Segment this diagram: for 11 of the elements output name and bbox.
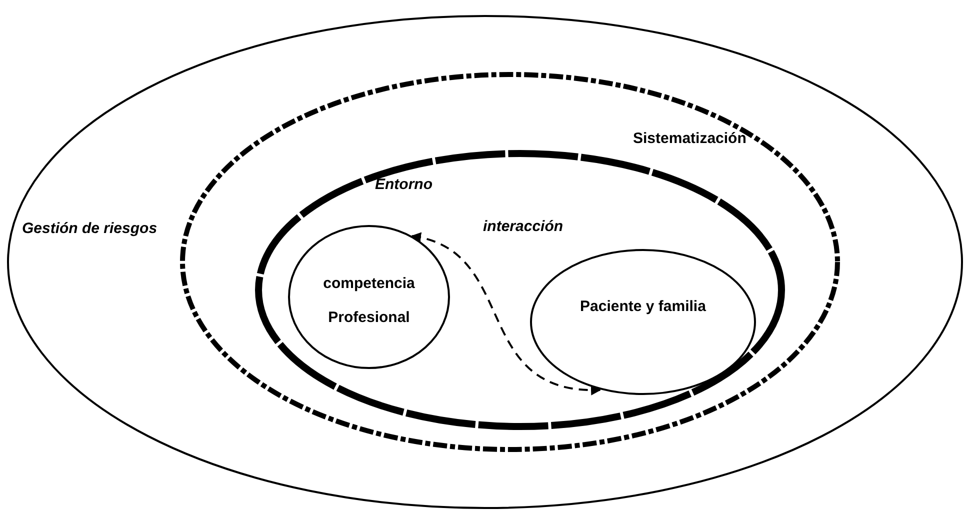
double-arrow <box>411 233 601 394</box>
thick-ellipse <box>255 150 785 430</box>
node-label: competencia Profesional <box>322 274 416 328</box>
region-label: Sistematización <box>633 129 746 149</box>
oval <box>288 225 450 369</box>
dashed-ellipse <box>180 72 840 452</box>
oval <box>530 249 756 395</box>
outer-ellipse <box>7 15 963 509</box>
region-label: Gestión de riesgos <box>22 219 158 239</box>
region-label: Entorno <box>375 175 432 195</box>
node-label: Paciente y familia <box>579 297 707 317</box>
